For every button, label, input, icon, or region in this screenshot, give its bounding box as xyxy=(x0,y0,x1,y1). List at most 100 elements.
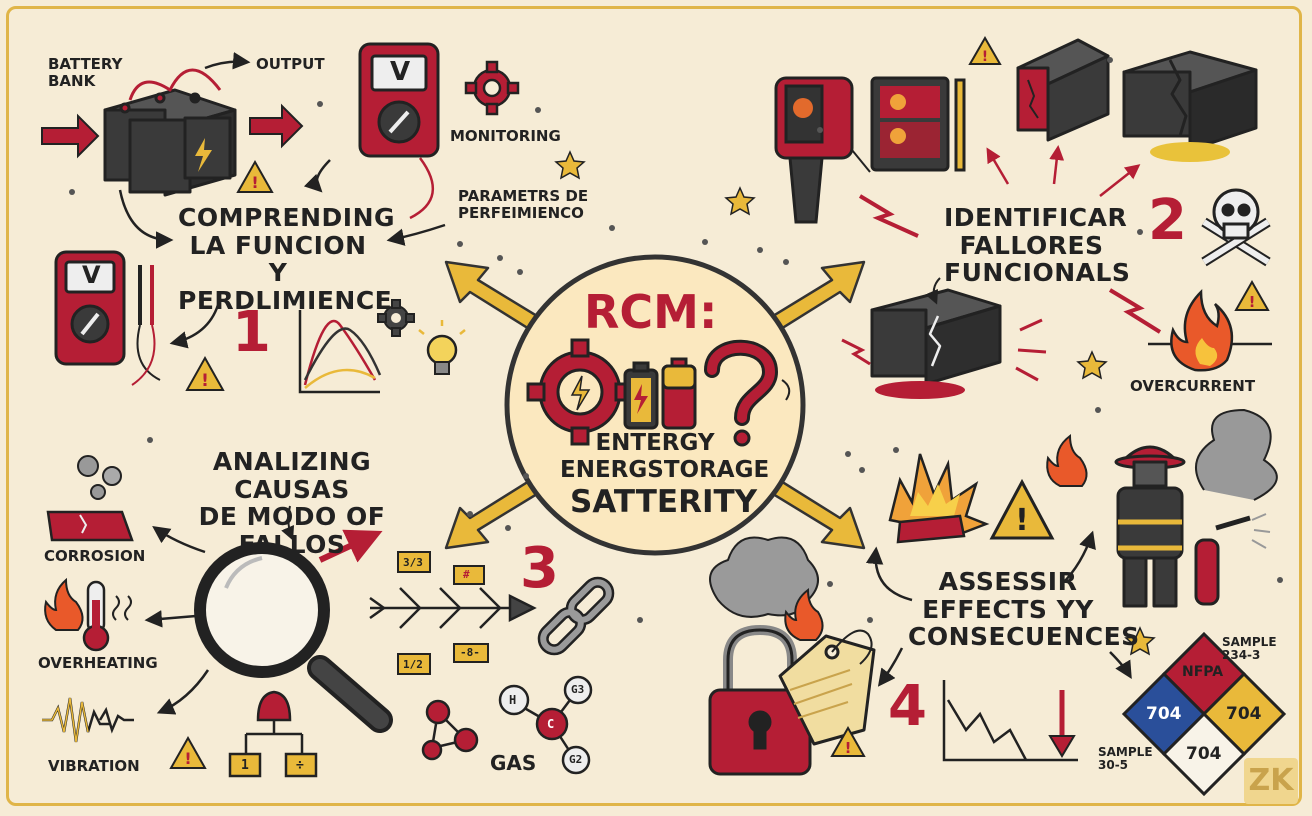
label-monitoring: MONITORING xyxy=(450,127,561,145)
fishbone-tag-3: 1/2 xyxy=(403,658,423,671)
leaking-battery-icon xyxy=(870,288,1002,399)
svg-text:!: ! xyxy=(845,739,852,757)
nfpa-left-value: 704 xyxy=(1146,704,1182,724)
warning-icon: ! xyxy=(169,735,207,769)
fault-tree-icon xyxy=(228,690,318,778)
section-1-heading: COMPRENDING LA FUNCION Y PERDLIMIENCE xyxy=(178,203,396,315)
lightbulb-icon xyxy=(418,320,466,375)
battery-icon xyxy=(623,357,697,430)
thermal-camera-icon xyxy=(774,76,854,224)
section-4-illustrations: ! xyxy=(708,408,1287,797)
thermometer-icon xyxy=(82,580,132,652)
atom-h: H xyxy=(509,693,517,707)
center-title: RCM: xyxy=(584,285,718,339)
decline-graph-icon xyxy=(942,680,1078,762)
cracked-battery-icon xyxy=(1016,38,1110,142)
section-2-number: 2 xyxy=(1148,188,1187,253)
vibration-wave-icon xyxy=(42,697,134,743)
section-2-heading: IDENTIFICAR FALLORES FUNCIONALS xyxy=(944,203,1131,287)
label-sample-top: SAMPLE 234-3 xyxy=(1222,635,1277,663)
output-arrow-icon xyxy=(249,103,304,149)
center-line-3: SATTERITY xyxy=(570,484,758,520)
section-1-number: 1 xyxy=(232,300,271,365)
meter-letter-left: V xyxy=(82,261,101,289)
fishbone-tag xyxy=(397,653,431,675)
explosion-icon xyxy=(888,453,990,544)
skull-crossbones-icon xyxy=(1201,188,1271,267)
cracked-battery-icon xyxy=(1122,50,1258,162)
battery-bank-icon xyxy=(103,68,237,197)
gear-icon xyxy=(377,299,415,337)
svg-text:!: ! xyxy=(201,371,209,391)
label-corrosion: CORROSION xyxy=(44,547,146,565)
fishbone-diagram-icon xyxy=(369,587,537,629)
section-4-number: 4 xyxy=(888,674,927,739)
center-line-1: ENTERGY xyxy=(595,430,715,456)
fire-icon xyxy=(1148,288,1272,372)
label-parameters: PARAMETRS DE PERFEIMIENCO xyxy=(458,187,589,222)
nfpa-top-label: NFPA xyxy=(1182,664,1224,680)
svg-text:!: ! xyxy=(184,749,191,768)
nfpa-bottom-value: 704 xyxy=(1186,744,1222,764)
center-line-2: ENERGSTORAGE xyxy=(560,457,770,483)
section-3-illustrations: ! xyxy=(42,455,615,778)
performance-graph-icon xyxy=(298,310,382,394)
atom-g2: G2 xyxy=(569,753,583,766)
center-hub xyxy=(504,254,806,556)
fishbone-tag-1: 3/3 xyxy=(403,556,423,569)
warning-icon: ! xyxy=(830,725,866,757)
lockout-tag-icon xyxy=(778,629,876,746)
nfpa-diamond-icon xyxy=(1121,631,1287,797)
label-sample-bottom: SAMPLE 30-5 xyxy=(1098,745,1153,773)
atom-c: C xyxy=(547,717,555,731)
warning-icon: ! xyxy=(968,35,1002,65)
section-3-number: 3 xyxy=(520,536,559,601)
input-arrow-icon xyxy=(41,113,100,159)
meter-letter: V xyxy=(390,57,411,87)
section-2-illustrations: ! xyxy=(724,35,1272,399)
lightning-icon xyxy=(858,194,919,238)
tree-tag-2: ÷ xyxy=(296,758,304,773)
star-icon xyxy=(1076,350,1108,380)
molecule-icon xyxy=(421,675,593,775)
magnifier-icon xyxy=(194,542,393,733)
fire-icon xyxy=(1046,433,1088,487)
padlock-icon xyxy=(708,624,812,776)
warning-icon: ! xyxy=(1234,279,1270,311)
warning-icon: ! xyxy=(236,159,274,193)
firefighter-icon xyxy=(1114,445,1251,608)
star-icon xyxy=(1124,626,1156,656)
fishbone-tag xyxy=(453,565,485,585)
label-overcurrent: OVERCURRENT xyxy=(1130,377,1256,395)
star-icon xyxy=(724,186,756,216)
warning-icon: ! xyxy=(185,355,225,391)
smoke-icon xyxy=(709,536,819,618)
nfpa-right-value: 704 xyxy=(1226,704,1262,724)
smoke-icon xyxy=(1195,408,1278,501)
fire-icon xyxy=(784,587,824,641)
fishbone-tag-2: # xyxy=(463,568,470,581)
label-output: OUTPUT xyxy=(256,55,325,73)
fishbone-tag xyxy=(397,551,431,573)
decorative-dots xyxy=(69,57,1283,623)
label-gas: GAS xyxy=(490,751,537,775)
multimeter-icon xyxy=(358,42,440,158)
label-overheating: OVERHEATING xyxy=(38,654,158,672)
label-vibration: VIBRATION xyxy=(48,757,140,775)
lightning-icon xyxy=(1108,288,1162,334)
section-3-heading: ANALIZING CAUSAS DE MODO OF FALLOS xyxy=(198,447,386,559)
fishbone-tag-4: -8- xyxy=(460,646,480,659)
chain-icon-fill xyxy=(540,579,612,653)
section-4-heading: ASSESSIR EFFECTS YY CONSECUENCES xyxy=(908,567,1140,651)
multimeter-left-icon xyxy=(54,250,126,366)
watermark-logo: ZK xyxy=(1244,758,1298,804)
page-frame xyxy=(6,6,1302,806)
svg-text:!: ! xyxy=(982,49,988,65)
fishbone-tag xyxy=(453,643,489,663)
svg-text:!: ! xyxy=(1015,503,1029,538)
warning-icon: ! xyxy=(989,478,1055,540)
label-battery-bank: BATTERY BANK xyxy=(48,55,123,90)
svg-text:!: ! xyxy=(1249,293,1256,311)
